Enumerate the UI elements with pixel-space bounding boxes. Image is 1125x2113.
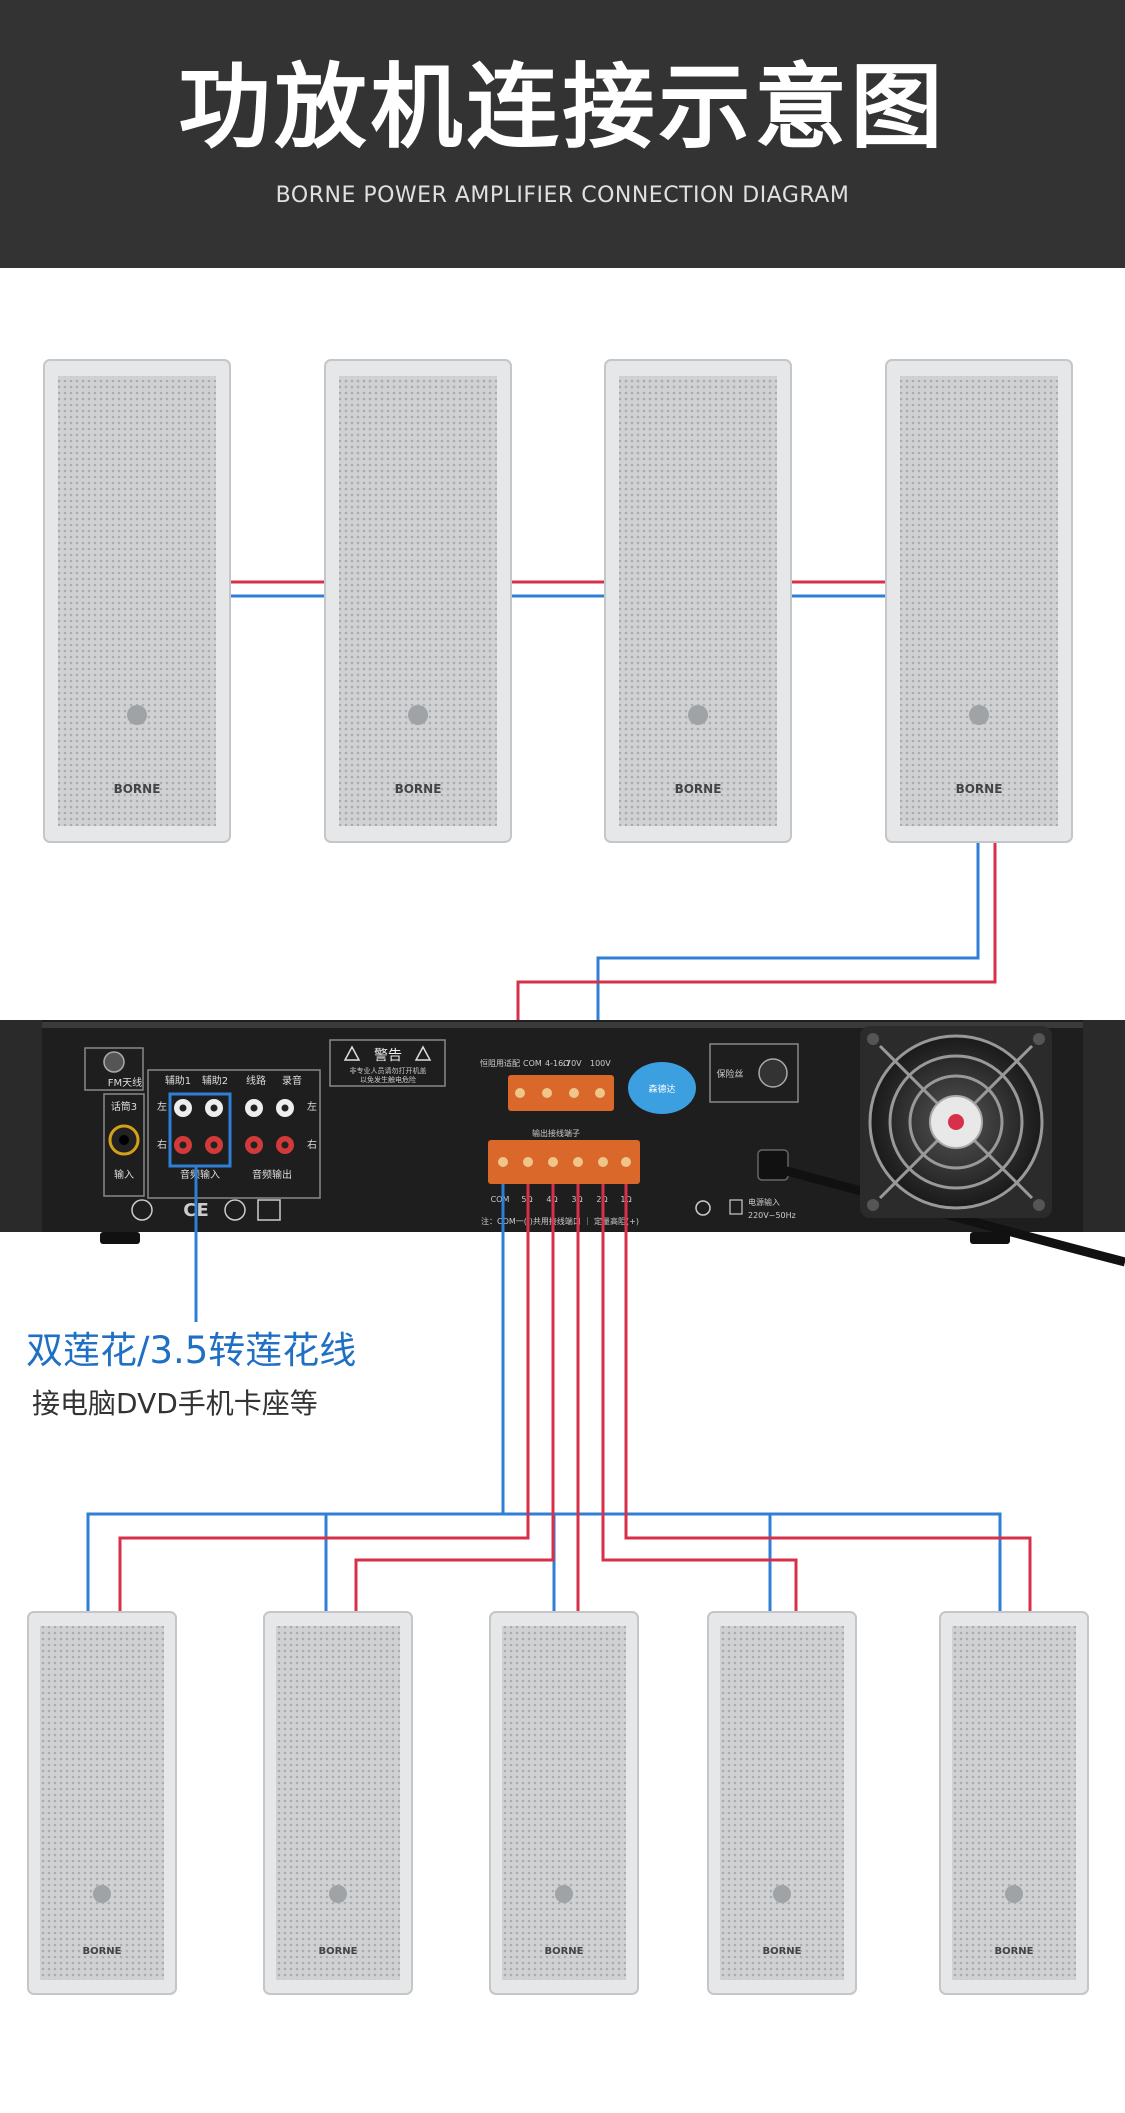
speaker-brand-logo: BORNE [994,1946,1033,1957]
speaker-brand-logo: BORNE [675,782,722,796]
warning-text-1: 非专业人员请勿打开机盖 [350,1066,427,1075]
speaker-bottom-3: BORNE [489,1611,639,1995]
amp-to-bottom-speaker-wires [86,1184,1032,1618]
line-label: 线路 [246,1074,266,1087]
fm-antenna-label: FM天线 [108,1076,142,1089]
speaker-brand-logo: BORNE [114,782,161,796]
terminal-note: 注：COM一(-)共用接线端口 ｜ 定量高阻(+) [481,1216,639,1226]
70v-label: 70V [566,1059,582,1068]
warning-icon [414,1045,432,1061]
page-title: 功放机连接示意图 [178,54,947,161]
audio-out-label: 音频输出 [252,1168,292,1181]
speaker-bottom-1: BORNE [27,1611,177,1995]
speaker-brand-logo: BORNE [82,1946,121,1957]
fuse-holder [758,1058,788,1088]
speaker-top-2: BORNE [324,359,512,843]
speaker-brand-logo: BORNE [762,1946,801,1957]
speaker-top-4: BORNE [885,359,1073,843]
rca-cable-sublabel: 接电脑DVD手机卡座等 [32,1387,318,1420]
page-subtitle: BORNE POWER AMPLIFIER CONNECTION DIAGRAM [275,183,850,208]
com-label-top: COM [523,1059,542,1068]
power-socket [757,1149,789,1181]
speaker-terminal-block-bottom [488,1140,640,1184]
header-banner: 功放机连接示意图 BORNE POWER AMPLIFIER CONNECTIO… [0,0,1125,268]
aux1-label: 辅助1 [165,1074,191,1087]
speaker-bottom-5: BORNE [939,1611,1089,1995]
speaker-brand-logo: BORNE [395,782,442,796]
100v-label: 100V [590,1059,611,1068]
rca-cable-label: 双莲花/3.5转莲花线 [26,1329,357,1372]
aux2-label: 辅助2 [202,1074,228,1087]
impedance-label: 4-16Ω [545,1059,569,1068]
left-channel-label: 左 [157,1100,167,1113]
speaker-top-1: BORNE [43,359,231,843]
speaker-brand-logo: BORNE [318,1946,357,1957]
rec-label: 录音 [282,1074,302,1087]
input-label: 输入 [114,1168,134,1181]
warning-title: 警告 [374,1048,402,1064]
ground-icon [695,1200,711,1216]
speaker-brand-logo: BORNE [544,1946,583,1957]
badge-text: 森德达 [648,1083,675,1095]
rca-jacks [174,1099,294,1154]
warning-text-2: 以免发生触电危险 [360,1075,416,1084]
brand-badge [628,1062,696,1114]
audio-in-label: 音频输入 [180,1168,220,1181]
term-com: COM [491,1195,510,1204]
speaker-terminal-block-top [508,1075,614,1111]
cooling-fan [860,1026,1052,1218]
speaker-brand-logo: BORNE [956,782,1003,796]
speaker-bottom-2: BORNE [263,1611,413,1995]
terminal-header: 输出接线端子 [532,1128,580,1138]
power-input-label: 电源输入 [748,1197,780,1207]
speaker-top-3: BORNE [604,359,792,843]
warning-icon [343,1045,361,1061]
power-spec: 220V~50Hz [748,1211,796,1220]
fuse-label: 保险丝 [716,1068,743,1080]
top-speaker-wires [230,580,888,598]
mic3-label: 话筒3 [111,1100,137,1113]
speaker-bottom-4: BORNE [707,1611,857,1995]
right-channel-label-out: 右 [307,1138,317,1151]
constant-resistance-label: 恒阻用适配 [480,1058,520,1068]
right-channel-label: 右 [157,1138,167,1151]
left-channel-label-out: 左 [307,1100,317,1113]
amplifier-rear-panel: FM天线 话筒3 输入 辅助1 辅助2 线路 录音 左 右 左 右 音频输入 音… [0,1020,1125,1267]
